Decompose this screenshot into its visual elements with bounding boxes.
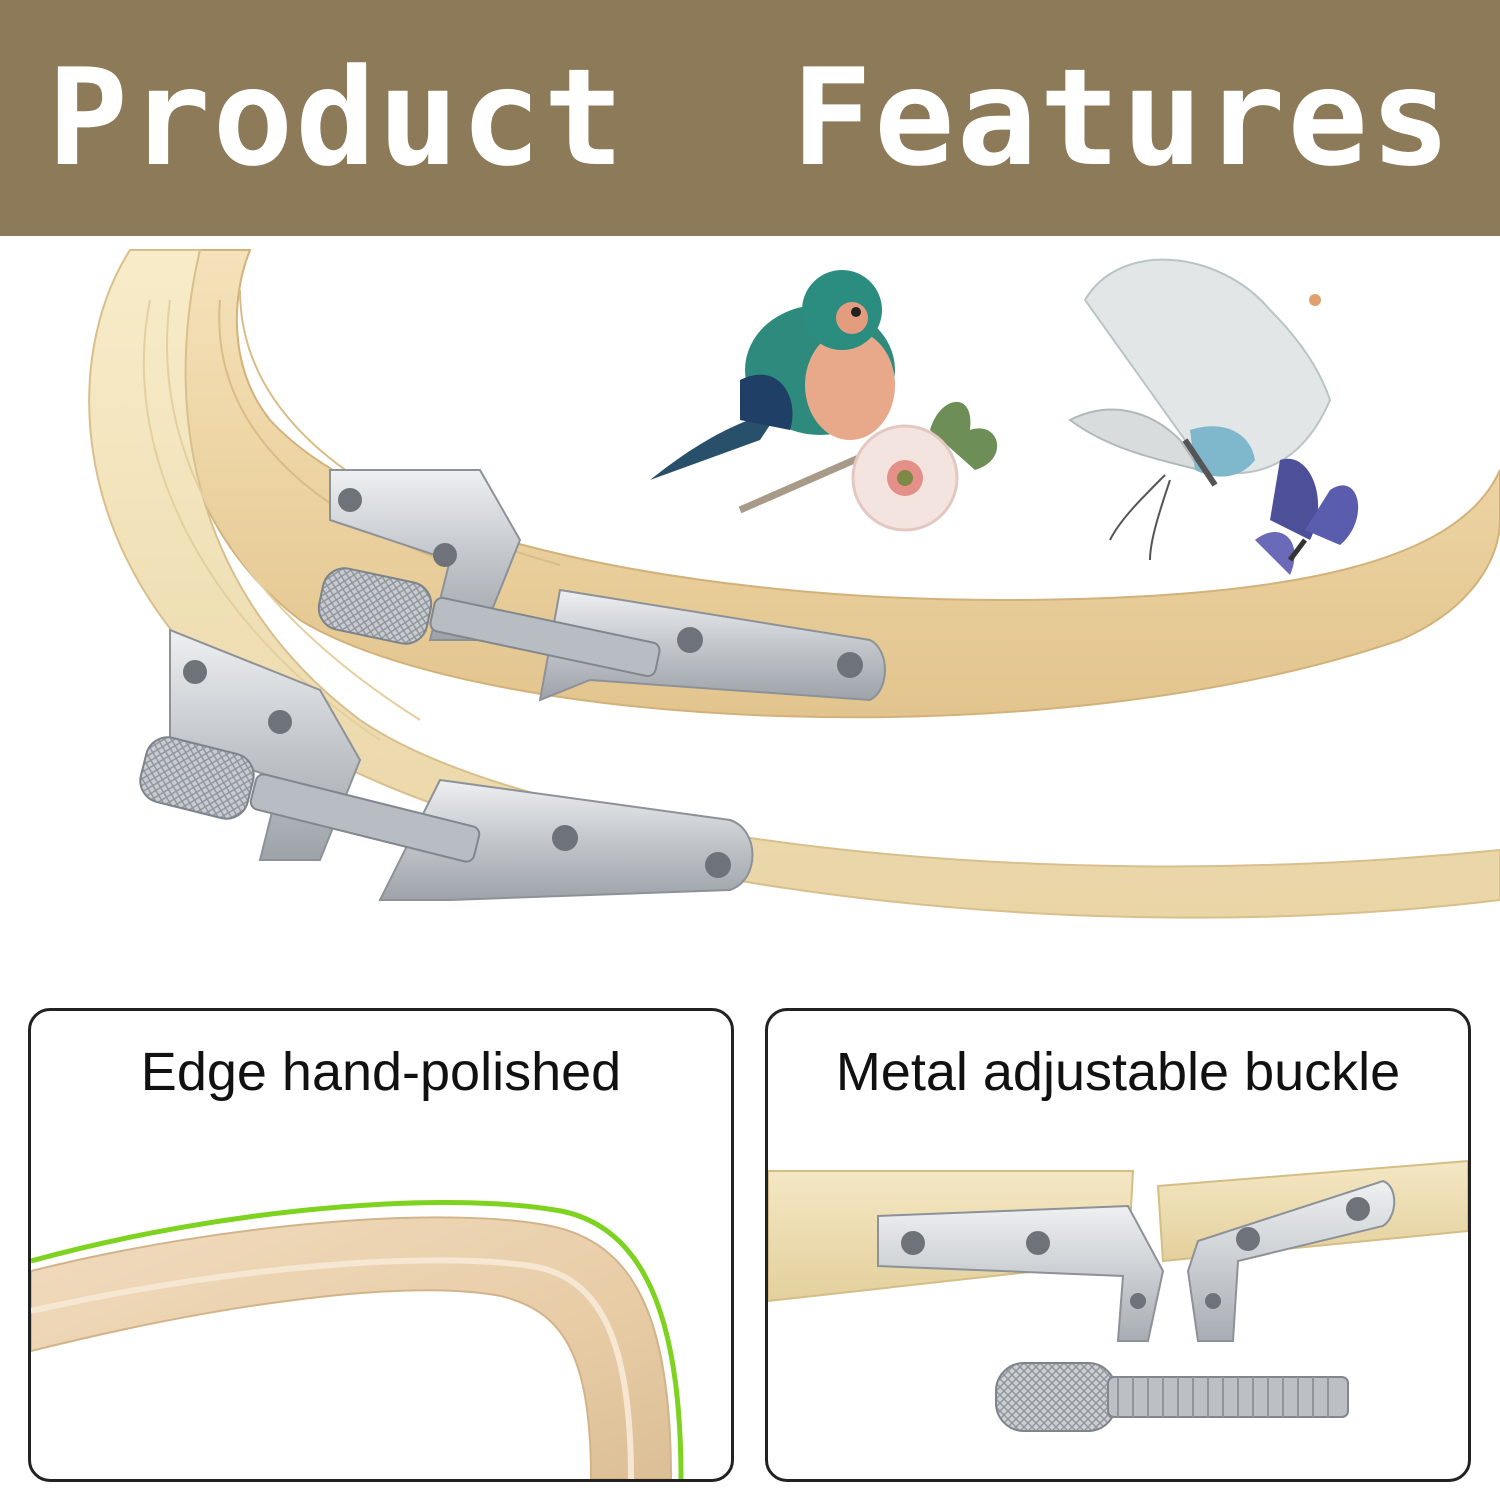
page-title: Product Features (47, 40, 1453, 196)
thumb-screw-icon (139, 736, 481, 863)
polished-edge-illustration (31, 1200, 684, 1479)
hero-illustration (88, 249, 1500, 919)
feature-card-edge: Edge hand-polished (28, 1008, 734, 1482)
butterfly-embroidery-icon (1255, 458, 1359, 575)
thumb-screw-icon (995, 1362, 1349, 1432)
header-banner: Product Features (0, 0, 1500, 236)
butterfly-embroidery-icon (1068, 258, 1332, 561)
polish-highlight-line (31, 1200, 684, 1479)
feature-label-edge: Edge hand-polished (140, 1042, 622, 1102)
bird-embroidery-icon (650, 270, 902, 514)
buckle-illustration (768, 1159, 1468, 1432)
feature-card-buckle: Metal adjustable buckle (765, 1008, 1471, 1482)
metal-bracket-icon (877, 1204, 1165, 1342)
flower-embroidery-icon (851, 401, 998, 532)
thumb-screw-icon (317, 567, 661, 678)
metal-bracket-icon (1186, 1179, 1396, 1342)
feature-label-buckle: Metal adjustable buckle (835, 1042, 1401, 1102)
